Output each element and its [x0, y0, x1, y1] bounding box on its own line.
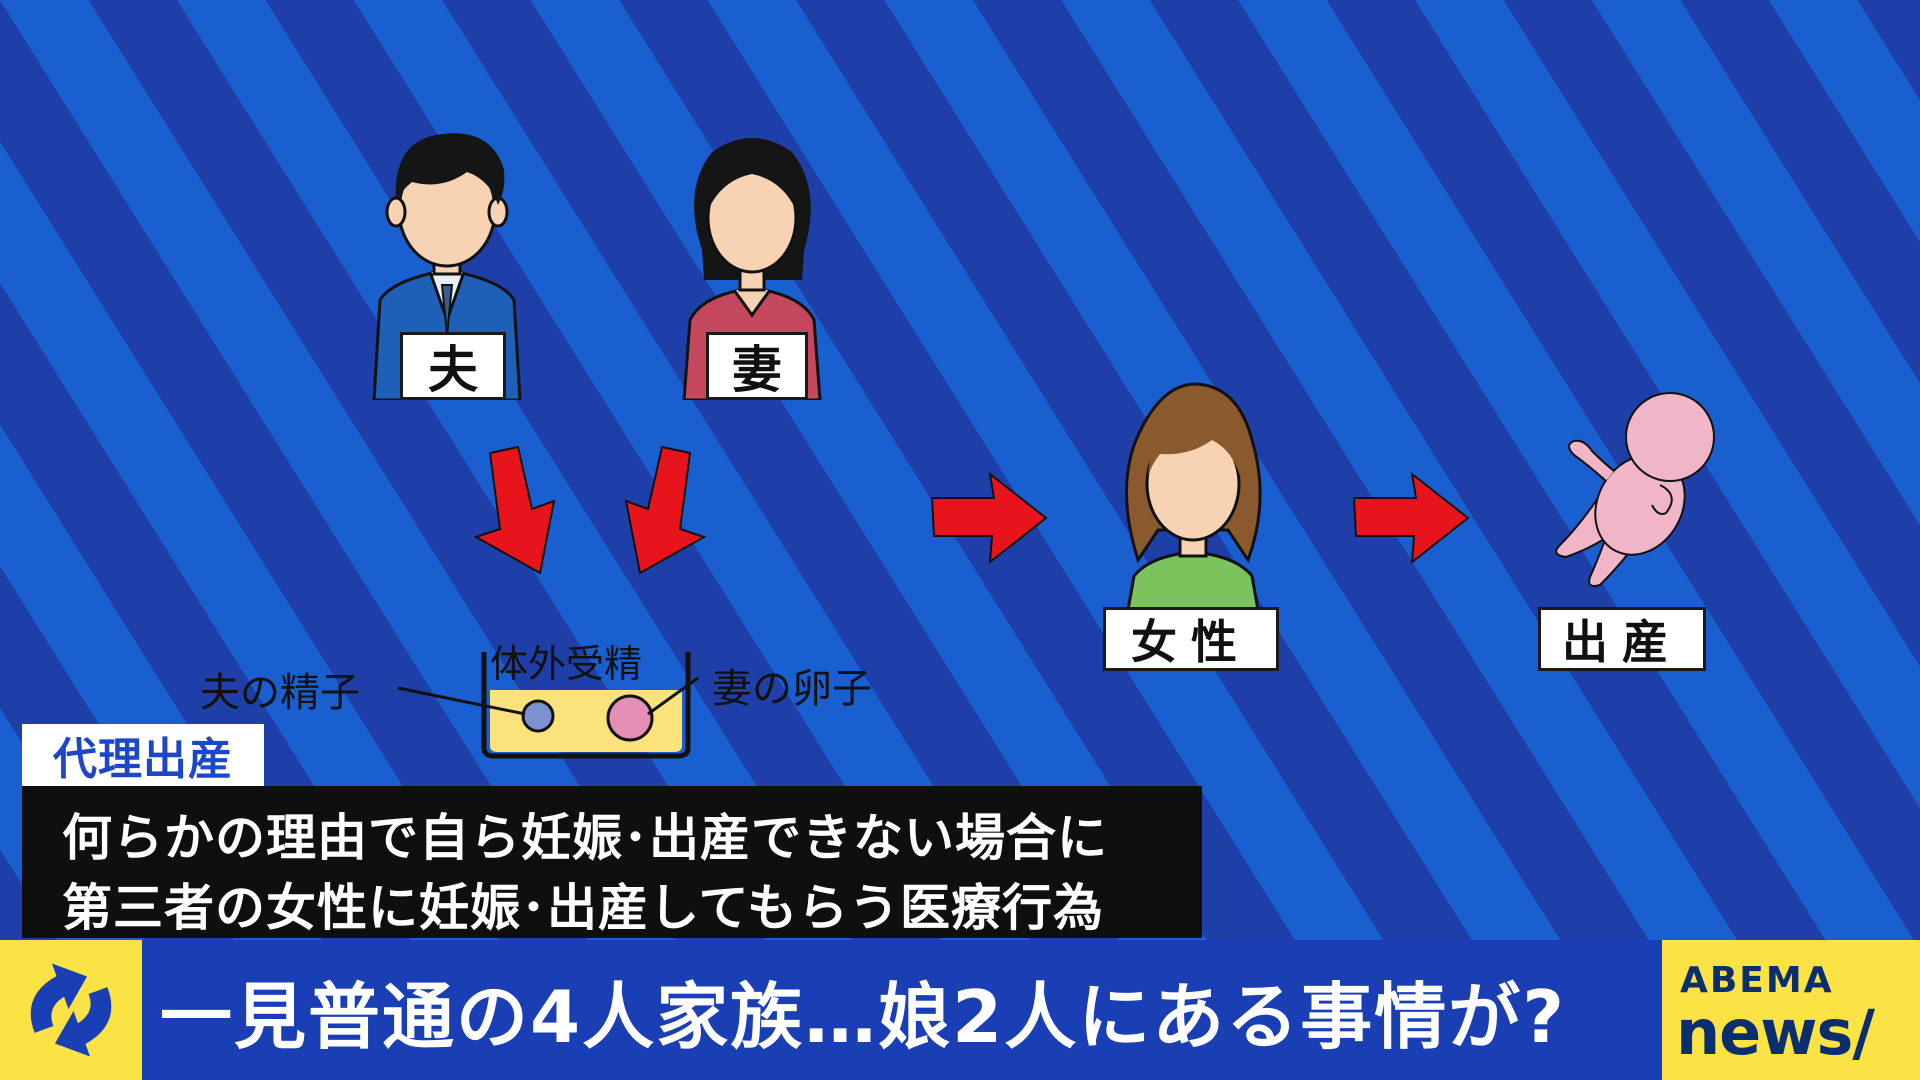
ivf-label: 体外受精 — [490, 642, 643, 686]
birth-label-text: 出産 — [1562, 615, 1682, 669]
wife-label: 妻 — [706, 332, 808, 400]
arrow-down-left-icon — [624, 445, 707, 575]
logo-bottom-text: news/ — [1676, 996, 1875, 1069]
wife-label-text: 妻 — [732, 341, 782, 399]
caption-line-1: 何らかの理由で自ら妊娠･出産できない場合に — [62, 809, 1108, 867]
caption-tag: 代理出産 — [22, 724, 264, 786]
abema-news-logo: ABEMA news/ — [1662, 940, 1920, 1080]
caption-line-2: 第三者の女性に妊娠･出産してもらう医療行為 — [62, 879, 1104, 937]
husband-sperm-label: 夫の精子 — [200, 670, 360, 716]
husband-label: 夫 — [400, 332, 506, 400]
arrow-right-icon-2 — [1352, 471, 1470, 565]
headline-bar — [0, 940, 1920, 1080]
ticker-icon-container — [0, 940, 142, 1080]
logo-top-text: ABEMA — [1680, 960, 1834, 1001]
baby-icon — [1555, 392, 1715, 587]
surrogate-woman-figure — [1125, 382, 1262, 610]
arrow-down-right-icon — [473, 445, 556, 575]
pointer-lines — [397, 676, 699, 716]
woman-label: 女性 — [1103, 607, 1279, 671]
caption-tag-text: 代理出産 — [53, 734, 233, 785]
woman-label-text: 女性 — [1131, 615, 1251, 669]
refresh-arrows-icon — [30, 963, 112, 1057]
arrow-right-icon — [930, 471, 1048, 565]
husband-label-text: 夫 — [428, 341, 478, 399]
wife-egg-label: 妻の卵子 — [712, 666, 872, 712]
headline-text: 一見普通の4人家族…娘2人にある事情が? — [160, 974, 1566, 1059]
caption-body: 何らかの理由で自ら妊娠･出産できない場合に 第三者の女性に妊娠･出産してもらう医… — [22, 786, 1202, 938]
petri-dish — [481, 652, 691, 759]
birth-label: 出産 — [1538, 607, 1706, 671]
